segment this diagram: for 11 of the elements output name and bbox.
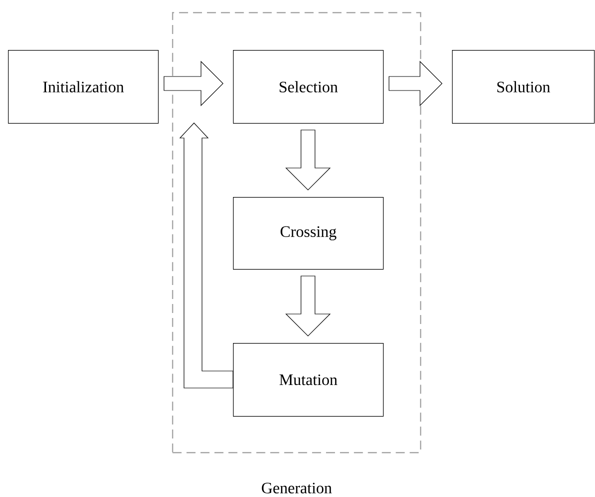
hollow-arrow [179,122,234,388]
process-box: Selection [233,50,384,124]
block-arrow [388,60,442,106]
process-box: Mutation [233,343,384,417]
process-box: Initialization [8,50,159,124]
block-arrow [164,60,224,106]
block-arrow [285,276,331,336]
process-box: Crossing [233,197,384,270]
block-arrow [285,130,331,190]
node-label: Generation [262,482,332,494]
process-box: Solution [452,50,595,124]
